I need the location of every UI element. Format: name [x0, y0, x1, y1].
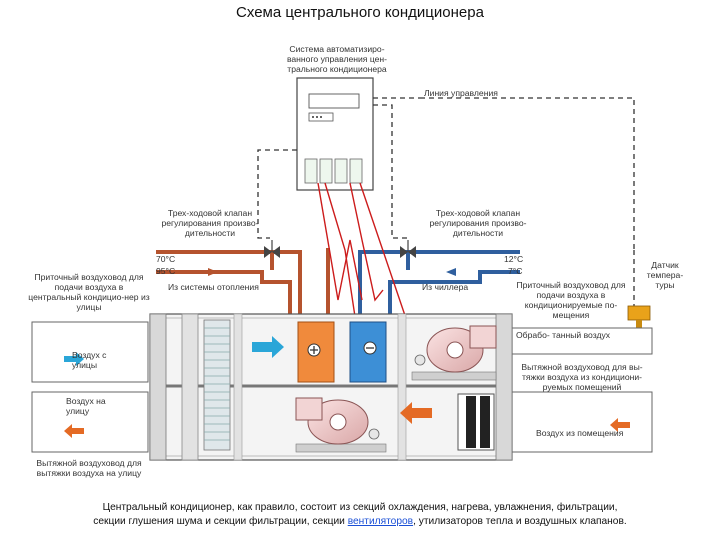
- from-heating-label: Из системы отопления: [168, 282, 259, 292]
- air-flow-arrow-room: [610, 418, 630, 432]
- valve-left-icon: [264, 240, 280, 258]
- temp-hot-return: 95°C: [156, 266, 176, 276]
- caption-line-2-end: , утилизаторов тепла и воздушных клапано…: [413, 516, 627, 527]
- exhaust-filter-section: [457, 393, 495, 451]
- control-line: [257, 97, 635, 250]
- from-chiller-label: Из чиллера: [422, 282, 469, 292]
- control-system-label: Система автоматизиро-ванного управления …: [286, 44, 388, 74]
- heat-recovery-section: [203, 319, 231, 451]
- sensor-label: Датчик темпера-туры: [646, 260, 684, 290]
- valve-right-label: Трех-ходовой клапан регулирования произв…: [429, 208, 527, 238]
- exhaust-fan-icon: [295, 397, 387, 453]
- caption-line-1: Центральный кондиционер, как правило, со…: [102, 502, 618, 513]
- valve-right-icon: [400, 240, 416, 258]
- cooler-coil: [349, 321, 387, 383]
- air-from-room-label: Воздух из помещения: [536, 428, 624, 438]
- control-line-label: Линия управления: [424, 88, 498, 98]
- exhaust-duct-room-label: Вытяжной воздуховод для вы-тяжки воздуха…: [521, 362, 643, 392]
- temp-cold-return: 7°C: [508, 266, 523, 276]
- pipe-flow-arrow-cold: [446, 268, 456, 276]
- valve-left-label: Трех-ходовой клапан регулирования произв…: [161, 208, 259, 238]
- exhaust-duct-street: [31, 391, 149, 453]
- air-to-street-label: Воздух на улицу: [66, 396, 106, 416]
- air-flow-arrow-in: [64, 352, 84, 366]
- air-flow-arrow-mid: [252, 336, 284, 358]
- temp-hot-supply: 70°C: [156, 254, 176, 264]
- temperature-sensor-icon: [627, 250, 651, 328]
- caption-line-2-start: секции глушения шума и секции фильтрации…: [93, 516, 348, 527]
- supply-fan-icon: [411, 325, 497, 381]
- control-cabinet: [296, 77, 374, 191]
- diagram-title: Схема центрального кондиционера: [236, 4, 484, 21]
- exhaust-duct-street-label: Вытяжной воздуховод для вытяжки воздуха …: [36, 458, 142, 478]
- diagram-caption: Центральный кондиционер, как правило, со…: [10, 501, 710, 529]
- air-flow-arrow-return: [400, 402, 432, 424]
- cooling-pipes: [358, 250, 520, 318]
- heater-coil: [297, 321, 335, 383]
- supply-duct-out-label: Приточный воздуховод для подачи воздуха …: [516, 280, 626, 320]
- air-outside-label: Воздух с улицы: [72, 350, 107, 370]
- exhaust-duct-room: [511, 391, 653, 453]
- fans-link[interactable]: вентиляторов: [347, 516, 414, 527]
- supply-duct-in-label: Приточный воздуховод для подачи воздуха …: [28, 272, 150, 312]
- caption-line-2: секции глушения шума и секции фильтрации…: [10, 515, 710, 529]
- temp-cold-supply: 12°C: [504, 254, 524, 264]
- supply-duct-room: [511, 327, 653, 355]
- pipe-flow-arrows: [208, 268, 218, 276]
- intake-duct: [31, 321, 149, 383]
- air-treated-label: Обрабо- танный воздух: [516, 330, 611, 340]
- air-flow-arrow-out: [64, 424, 84, 438]
- heating-pipes: [156, 248, 330, 318]
